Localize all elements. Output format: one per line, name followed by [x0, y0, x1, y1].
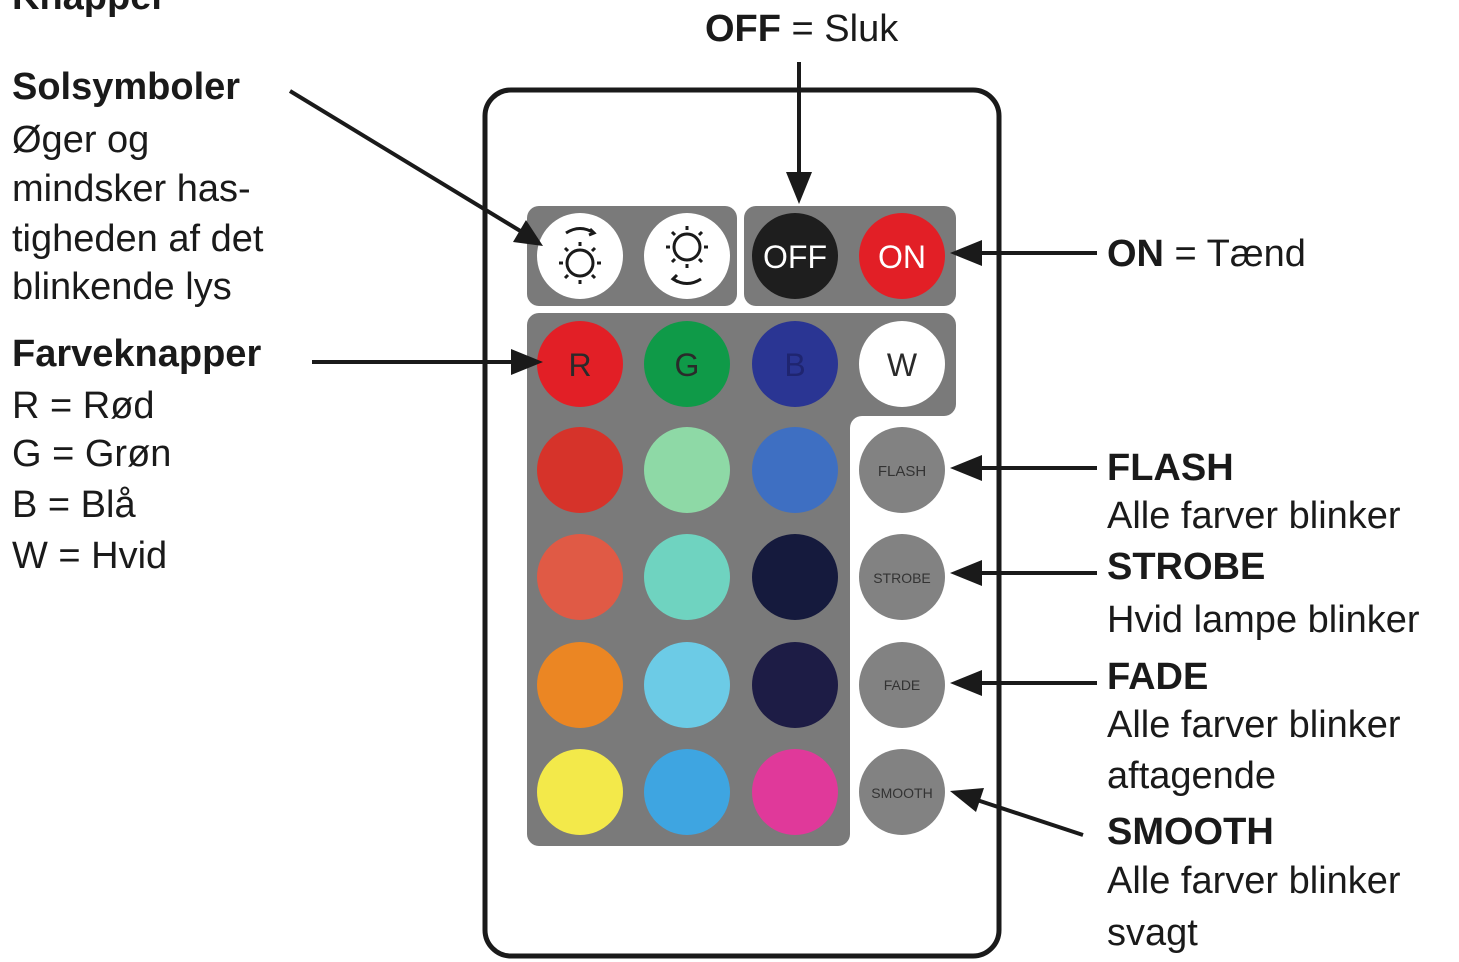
fade-title: FADE	[1107, 656, 1209, 698]
flash-button-label: FLASH	[878, 463, 926, 480]
color-button-r1c1[interactable]	[537, 427, 623, 513]
color-button-r4c1[interactable]	[537, 749, 623, 835]
on-arrow	[950, 240, 1097, 266]
sun-up-icon	[559, 227, 601, 284]
color-button-r4c3[interactable]	[752, 749, 838, 835]
white-button-label: W	[887, 347, 918, 383]
color-button-r3c2[interactable]	[644, 642, 730, 728]
strobe-line-1: Hvid lampe blinker	[1107, 599, 1420, 641]
strobe-button-label: STROBE	[873, 570, 931, 586]
fade-line-2: aftagende	[1107, 755, 1277, 797]
flash-line-1: Alle farver blinker	[1107, 495, 1401, 537]
on-label-eq: = Tænd	[1164, 233, 1306, 275]
speed-up-button[interactable]	[537, 213, 623, 299]
farveknapper-line-4: W = Hvid	[12, 535, 168, 577]
solsymboler-line-4: blinkende lys	[12, 266, 232, 308]
solsymboler-arrow	[288, 89, 543, 246]
on-label: ON = Tænd	[1107, 235, 1306, 273]
strobe-button[interactable]: STROBE	[859, 534, 945, 620]
color-button-r2c3[interactable]	[752, 534, 838, 620]
speed-down-button[interactable]	[644, 213, 730, 299]
color-button-r4c2[interactable]	[644, 749, 730, 835]
green-button[interactable]: G	[644, 321, 730, 407]
farveknapper-arrow	[312, 349, 543, 375]
smooth-button-label: SMOOTH	[871, 785, 932, 801]
flash-arrow	[950, 455, 1097, 481]
smooth-line-2: svagt	[1107, 912, 1198, 954]
fade-button[interactable]: FADE	[859, 642, 945, 728]
color-button-r3c1[interactable]	[537, 642, 623, 728]
smooth-title: SMOOTH	[1107, 811, 1274, 853]
farveknapper-title: Farveknapper	[12, 333, 262, 375]
fade-arrow	[950, 670, 1097, 696]
red-button-label: R	[568, 347, 591, 383]
strobe-arrow	[950, 560, 1097, 586]
color-button-r2c1[interactable]	[537, 534, 623, 620]
farveknapper-line-3: B = Blå	[12, 484, 136, 526]
flash-title: FLASH	[1107, 447, 1234, 489]
color-button-r1c3[interactable]	[752, 427, 838, 513]
off-label: OFF = Sluk	[705, 10, 898, 48]
off-label-key: OFF	[705, 8, 781, 50]
color-button-r1c2[interactable]	[644, 427, 730, 513]
strobe-title: STROBE	[1107, 546, 1266, 588]
off-label-eq: = Sluk	[780, 8, 899, 50]
flash-button[interactable]: FLASH	[859, 427, 945, 513]
off-arrow	[786, 62, 812, 204]
fade-line-1: Alle farver blinker	[1107, 704, 1401, 746]
off-button[interactable]: OFF	[752, 213, 838, 299]
solsymboler-line-2: mindsker has-	[12, 168, 251, 210]
on-button-label: ON	[878, 239, 926, 275]
fade-button-label: FADE	[884, 677, 921, 693]
smooth-arrow	[950, 788, 1084, 837]
farveknapper-line-1: R = Rød	[12, 385, 155, 427]
blue-button[interactable]: B	[752, 321, 838, 407]
white-button[interactable]: W	[859, 321, 945, 407]
color-button-r2c2[interactable]	[644, 534, 730, 620]
blue-button-label: B	[784, 347, 805, 383]
color-button-r3c3[interactable]	[752, 642, 838, 728]
solsymboler-line-1: Øger og	[12, 119, 150, 161]
sun-down-icon	[666, 226, 708, 285]
green-button-label: G	[675, 347, 700, 383]
smooth-line-1: Alle farver blinker	[1107, 860, 1401, 902]
solsymboler-title: Solsymboler	[12, 66, 241, 108]
smooth-button[interactable]: SMOOTH	[859, 749, 945, 835]
color-panel	[527, 313, 956, 846]
on-label-key: ON	[1107, 233, 1164, 275]
header-title-cut: Knapper	[12, 0, 166, 16]
on-button[interactable]: ON	[859, 213, 945, 299]
off-button-label: OFF	[763, 239, 827, 275]
red-button[interactable]: R	[537, 321, 623, 407]
farveknapper-line-2: G = Grøn	[12, 433, 172, 475]
solsymboler-line-3: tigheden af det	[12, 218, 264, 260]
